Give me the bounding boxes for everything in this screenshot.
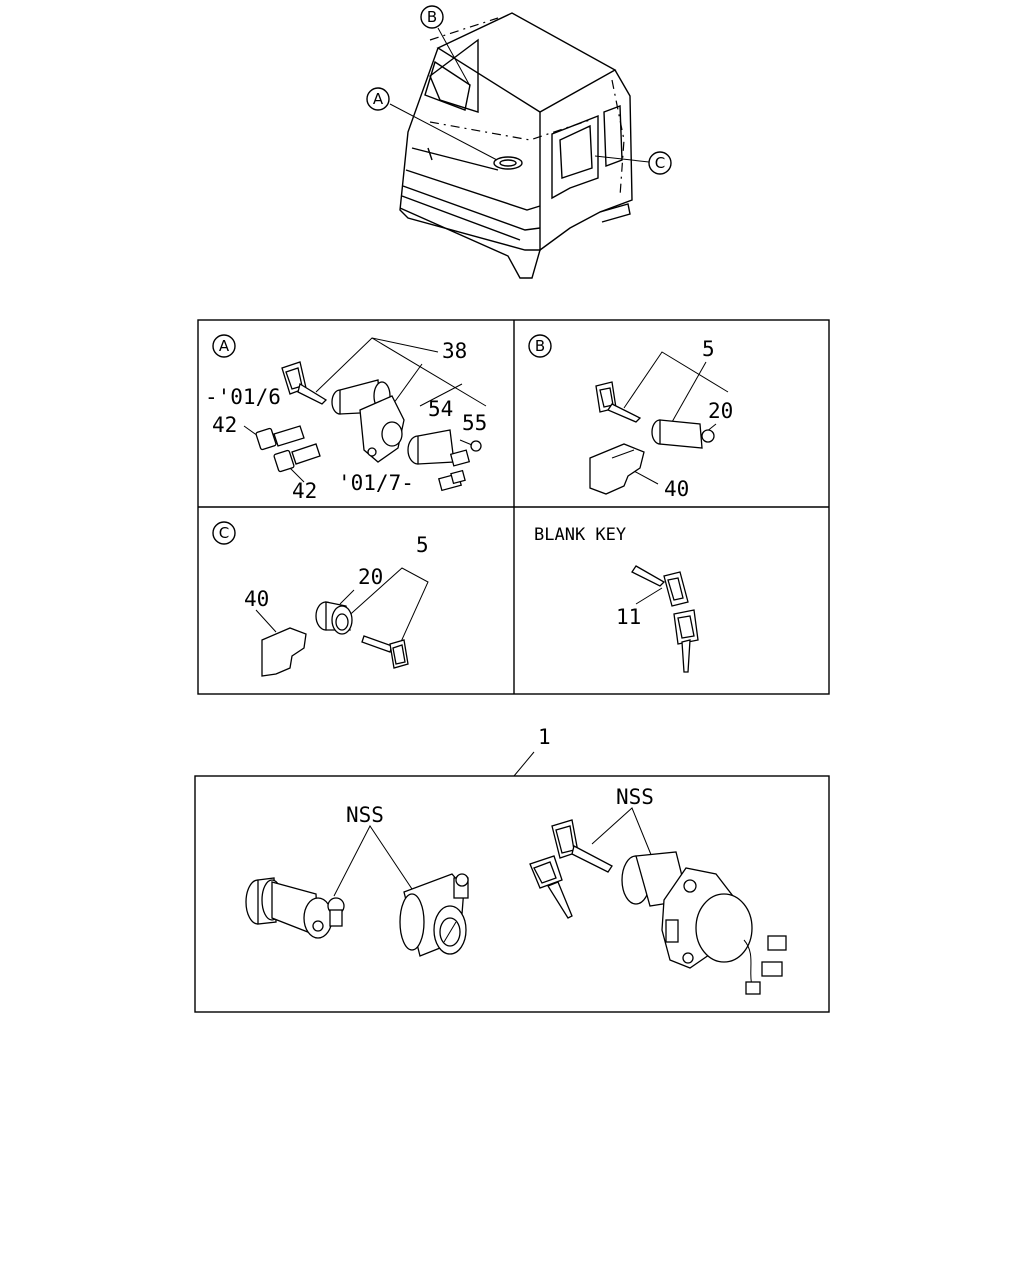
callout-11: 11	[616, 605, 641, 629]
retainer-clip-icon	[261, 627, 307, 677]
callout-20: 20	[358, 565, 383, 589]
callout-40: 40	[664, 477, 689, 501]
lock-cylinder-icon	[245, 877, 345, 939]
key-icon	[631, 565, 689, 607]
key-icon	[595, 381, 642, 423]
callout-5: 5	[702, 337, 715, 361]
cab-marker-a: A	[373, 90, 384, 108]
lock-cylinder-icon	[651, 419, 715, 449]
detail-grid	[197, 319, 830, 695]
ignition-switch-icon	[621, 851, 787, 995]
key-icon	[551, 819, 613, 873]
switch-assembly-icon	[407, 429, 471, 492]
panel-a: A 38 -'01/6 42 54 55 42 '01/7-	[205, 334, 487, 503]
panel-b: B 5 20 40	[528, 334, 733, 501]
panel-c-marker: C	[219, 524, 229, 542]
panel-b-marker: B	[535, 337, 545, 355]
nss-label-right: NSS	[616, 785, 654, 809]
assembly-panel: 1 NSS NSS	[194, 725, 830, 1013]
key-icon	[529, 855, 573, 919]
panel-d: BLANK KEY 11	[534, 525, 699, 673]
callout-date-after: '01/7-	[338, 471, 414, 495]
nss-label-left: NSS	[346, 803, 384, 827]
callout-40: 40	[244, 587, 269, 611]
bolt-icon	[243, 425, 305, 451]
callout-38: 38	[442, 339, 467, 363]
key-icon	[361, 635, 409, 669]
callout-54: 54	[428, 397, 453, 421]
screw-icon	[459, 439, 482, 452]
callout-42-upper: 42	[212, 413, 237, 437]
bolt-icon	[273, 443, 321, 483]
cab-marker-c: C	[655, 154, 665, 172]
callout-20: 20	[708, 399, 733, 423]
callout-date-before: -'01/6	[205, 385, 281, 409]
ignition-switch-icon	[359, 395, 405, 463]
callout-42-lower: 42	[292, 479, 317, 503]
panel-c: C 5 20 40	[212, 521, 429, 677]
key-icon	[673, 609, 699, 673]
lock-cylinder-icon	[315, 601, 353, 635]
callout-5: 5	[416, 533, 429, 557]
key-icon	[281, 361, 328, 405]
truck-cab-illustration: B A C	[366, 5, 672, 279]
panel-a-marker: A	[219, 337, 230, 355]
lock-cylinder-icon	[331, 379, 391, 415]
callout-55: 55	[462, 411, 487, 435]
retainer-clip-icon	[589, 443, 645, 495]
lock-cylinder-icon	[399, 873, 469, 957]
cab-marker-b: B	[427, 8, 437, 26]
blank-key-title: BLANK KEY	[534, 525, 626, 545]
assembly-number: 1	[538, 725, 551, 749]
